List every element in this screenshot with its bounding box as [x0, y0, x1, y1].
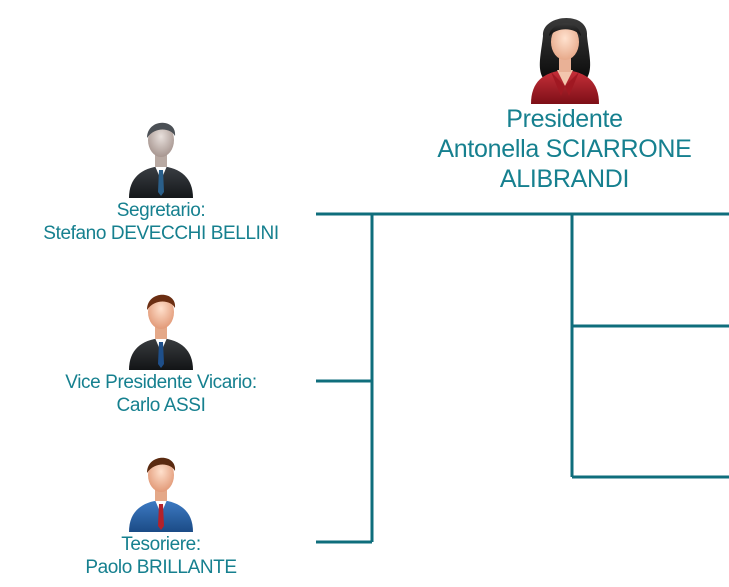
president-node: Presidente Antonella SCIARRONE ALIBRANDI — [400, 6, 729, 194]
president-name-line2: ALIBRANDI — [499, 165, 630, 193]
treasurer-node: Tesoriere: Paolo BRILLANTE — [0, 450, 322, 580]
man-tie-avatar-icon — [129, 457, 193, 532]
woman-avatar-icon — [530, 17, 599, 104]
treasurer-name: Paolo BRILLANTE — [85, 556, 237, 578]
secretary-name: Stefano DEVECCHI BELLINI — [43, 222, 279, 244]
vice-president-name: Carlo ASSI — [116, 394, 206, 416]
man-suit-avatar-icon — [129, 294, 193, 370]
man-suit-avatar-icon — [129, 122, 193, 198]
treasurer-role: Tesoriere: — [121, 534, 201, 555]
vice-president-role: Vice Presidente Vicario: — [65, 372, 257, 393]
secretary-node: Segretario: Stefano DEVECCHI BELLINI — [0, 112, 322, 246]
president-name-line1: Antonella SCIARRONE — [437, 135, 692, 163]
secretary-role: Segretario: — [116, 200, 206, 221]
president-role: Presidente — [506, 105, 623, 133]
vice-president-node: Vice Presidente Vicario: Carlo ASSI — [0, 286, 322, 418]
